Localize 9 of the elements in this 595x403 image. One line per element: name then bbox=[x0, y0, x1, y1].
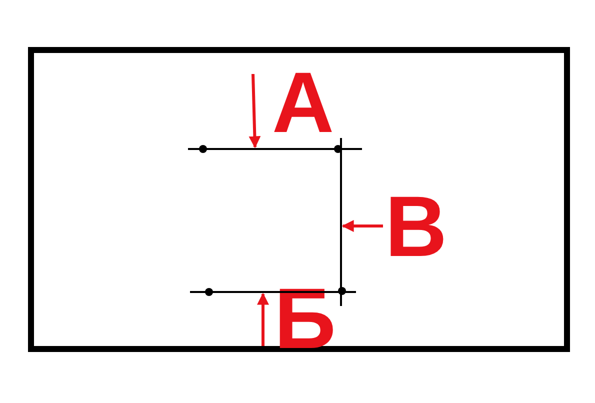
leader-arrow bbox=[257, 292, 269, 346]
part-letter: А bbox=[270, 68, 336, 138]
part-letter: В bbox=[383, 192, 449, 262]
part-letter: Б bbox=[272, 284, 338, 354]
drawn-line bbox=[340, 138, 342, 306]
drawn-line bbox=[190, 291, 356, 293]
leader-arrow bbox=[248, 74, 261, 148]
leader-arrow bbox=[342, 220, 383, 232]
drawn-line bbox=[188, 148, 362, 150]
